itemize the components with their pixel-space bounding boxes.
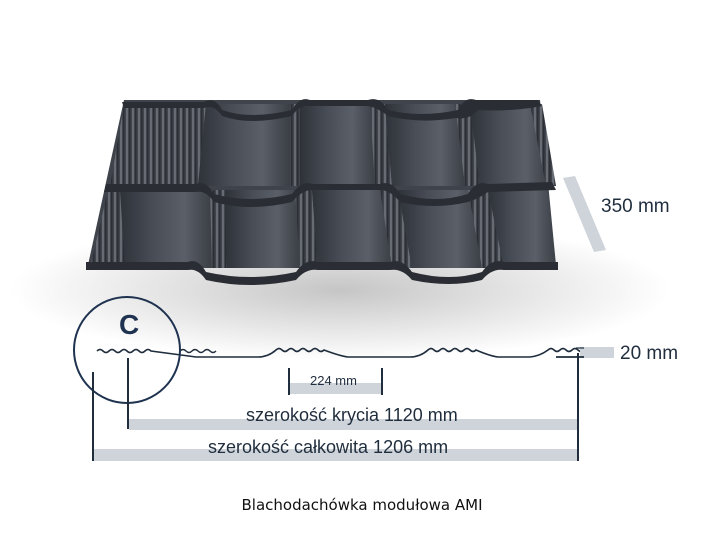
profile-height-bar xyxy=(580,347,614,358)
wave-width-label: 224 mm xyxy=(310,373,357,388)
total-width-label: szerokość całkowita 1206 mm xyxy=(208,437,449,457)
profile-cross-section xyxy=(96,347,591,358)
roof-sheet xyxy=(86,99,558,285)
module-length-label: 350 mm xyxy=(601,196,670,217)
effective-width-label: szerokość krycia 1120 mm xyxy=(246,405,458,425)
detail-marker-letter: C xyxy=(119,309,140,340)
effective-width-bar xyxy=(129,419,577,430)
product-caption: Blachodachówka modułowa AMI xyxy=(241,496,483,514)
profile-height-label: 20 mm xyxy=(620,343,679,364)
total-width-bar xyxy=(94,449,578,461)
module-length-bar xyxy=(563,176,606,252)
wave-width-bar xyxy=(290,383,382,394)
